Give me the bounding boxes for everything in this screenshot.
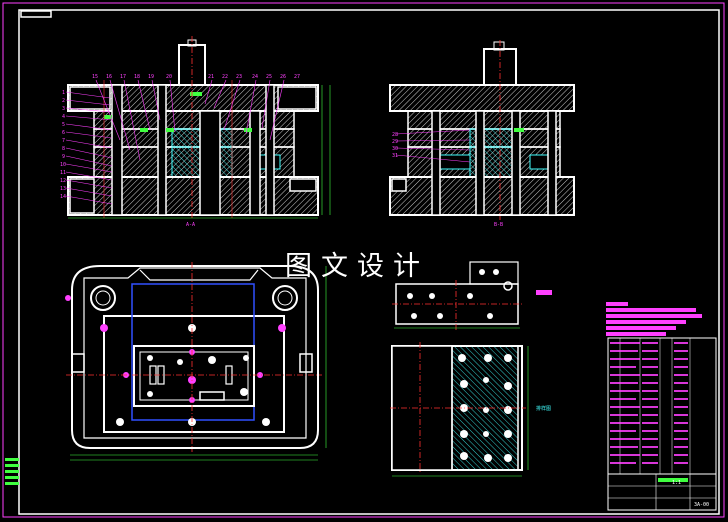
part-number: 5 — [62, 122, 65, 128]
part-number: 20 — [166, 74, 172, 80]
watermark-text: 图文设计 — [285, 251, 429, 282]
part-number: 13 — [60, 186, 66, 192]
part-number: 31 — [392, 153, 398, 159]
strip-note: 排样图 — [536, 405, 551, 412]
revision-column — [5, 458, 19, 485]
part-number: 11 — [60, 170, 66, 176]
part-number: 29 — [392, 139, 398, 145]
part-number: 18 — [134, 74, 140, 80]
strip-layout-view: 排样图 — [390, 342, 551, 477]
part-number: 27 — [294, 74, 300, 80]
stripper-plate-view — [392, 261, 552, 330]
section-label: A-A — [186, 222, 195, 228]
part-number: 6 — [62, 130, 65, 136]
part-number: 4 — [62, 114, 65, 120]
part-number: 23 — [236, 74, 242, 80]
side-section-view: 28 29 30 31 B-B — [389, 40, 575, 228]
part-number: 25 — [266, 74, 272, 80]
corner-tab — [20, 10, 52, 18]
part-number: 10 — [60, 162, 66, 168]
drawing-frame — [18, 9, 720, 515]
part-number: 16 — [106, 74, 112, 80]
part-number: 12 — [60, 178, 66, 184]
part-number: 14 — [60, 194, 66, 200]
part-number: 9 — [62, 154, 65, 160]
section-label: B-B — [494, 222, 503, 228]
part-number: 15 — [92, 74, 98, 80]
part-number: 30 — [392, 146, 398, 152]
part-number: 24 — [252, 74, 258, 80]
part-number: 19 — [148, 74, 154, 80]
drawing-number: 3A-00 — [694, 502, 709, 508]
front-section-view: 1 2 3 4 5 6 7 8 9 10 11 12 13 14 15 16 1… — [60, 36, 331, 228]
part-number: 8 — [62, 146, 65, 152]
scale-value: 1:1 — [672, 480, 681, 486]
part-number: 21 — [208, 74, 214, 80]
part-number: 28 — [392, 132, 398, 138]
technical-notes — [606, 302, 702, 336]
part-number: 2 — [62, 98, 65, 104]
part-number: 7 — [62, 138, 65, 144]
title-block: 1:1 3A-00 — [607, 473, 717, 511]
part-number: 22 — [222, 74, 228, 80]
parts-list — [607, 337, 717, 475]
lower-die-plan-view — [65, 262, 327, 461]
part-number: 17 — [120, 74, 126, 80]
part-number: 26 — [280, 74, 286, 80]
part-number: 1 — [62, 90, 65, 96]
part-number: 3 — [62, 106, 65, 112]
